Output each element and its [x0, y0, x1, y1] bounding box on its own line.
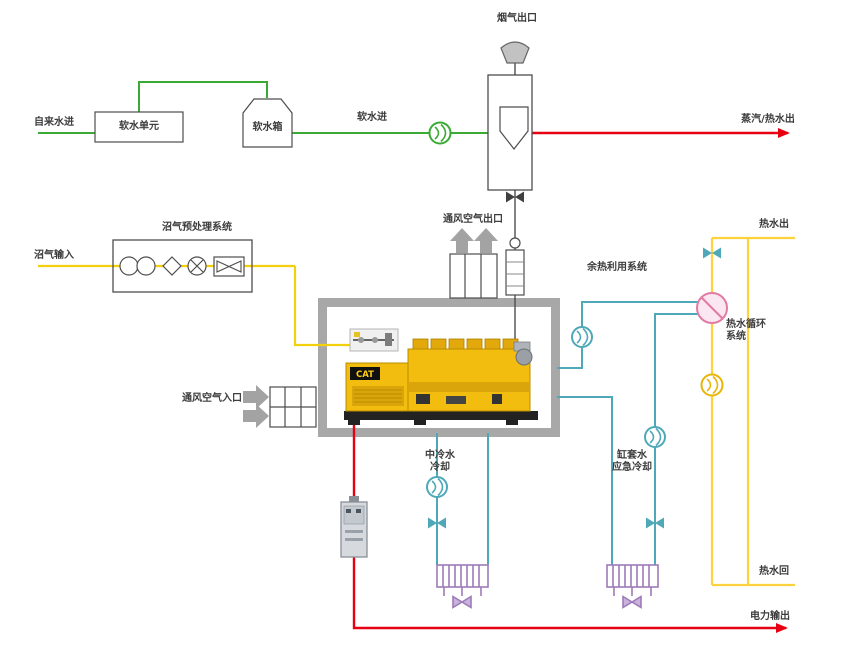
waste-heat-label: 余热利用系统	[587, 262, 647, 273]
exhaust-valve-icon	[506, 191, 524, 203]
intercooler-label-line1: 中冷水	[425, 450, 455, 461]
exhaust-funnel-icon	[500, 41, 530, 64]
jacket-water-valve-icon	[646, 517, 664, 529]
waste-heat-boiler-symbol	[487, 74, 533, 191]
jacket-water-pump-icon	[644, 426, 666, 448]
generator-image: CAT	[344, 338, 538, 425]
hot-water-circulation-line2: 系统	[726, 331, 746, 342]
biogas-valve-icon	[213, 256, 245, 277]
soft-water-unit-label: 软水单元	[119, 121, 159, 132]
hot-water-return-label: 热水回	[759, 566, 789, 577]
vent-outlet-louver	[449, 253, 498, 299]
flue-gas-outlet-label: 烟气出口	[497, 13, 537, 24]
tap-water-in-label: 自来水进	[34, 117, 74, 128]
intercooler-pump-icon	[426, 476, 448, 498]
biogas-pretreatment-label: 沼气预处理系统	[162, 222, 232, 233]
soft-water-in-label: 软水进	[357, 112, 387, 123]
steam-out-label: 蒸汽/热水出	[741, 114, 795, 125]
intercooler-valve-icon	[428, 517, 446, 529]
vent-outlet-label: 通风空气出口	[443, 214, 503, 225]
heat-exchanger-icon	[696, 292, 728, 324]
hot-water-pump-icon	[700, 373, 724, 397]
soft-water-unit-box	[94, 111, 184, 143]
hot-water-circulation-line1: 热水循环	[726, 319, 766, 330]
jacket-water-label-line2: 应急冷却	[612, 462, 652, 473]
jacket-water-label: 缸套水 应急冷却	[602, 450, 662, 474]
soft-water-tank-symbol	[242, 98, 293, 148]
hot-water-lines	[710, 236, 795, 587]
hot-water-out-label: 热水出	[759, 219, 789, 230]
hot-water-circulation-label: 热水循环 系统	[726, 319, 782, 343]
vent-inlet-label: 通风空气入口	[182, 393, 242, 404]
biogas-blower-icon	[119, 256, 156, 276]
vent-inlet-arrows-icon	[243, 385, 269, 428]
jacket-radiator-icon	[606, 564, 659, 609]
soft-water-pump-icon	[428, 121, 452, 145]
waste-heat-pump-icon	[571, 326, 593, 348]
hot-water-valve-icon	[703, 247, 721, 259]
intercooler-label: 中冷水 冷却	[414, 450, 466, 474]
intercooler-radiator-icon	[436, 564, 489, 609]
vent-outlet-arrows-icon	[450, 228, 498, 253]
cat-logo: CAT	[356, 370, 374, 380]
soft-water-tank-label: 软水箱	[252, 122, 283, 133]
biogas-input-label: 沼气输入	[34, 250, 74, 261]
control-cabinet-icon	[340, 496, 368, 558]
power-output-label: 电力输出	[750, 611, 790, 622]
gas-train-thumbnail	[349, 328, 399, 352]
power-line	[352, 412, 786, 628]
silencer-symbol	[505, 237, 525, 296]
biogas-filter-icon	[162, 256, 182, 276]
jacket-water-label-line1: 缸套水	[617, 450, 647, 461]
soft-water-line	[38, 81, 488, 134]
biogas-pretreatment-box	[112, 239, 253, 293]
biogas-meter-icon	[187, 256, 207, 276]
vent-inlet-louver	[269, 386, 317, 428]
intercooler-label-line2: 冷却	[430, 462, 450, 473]
